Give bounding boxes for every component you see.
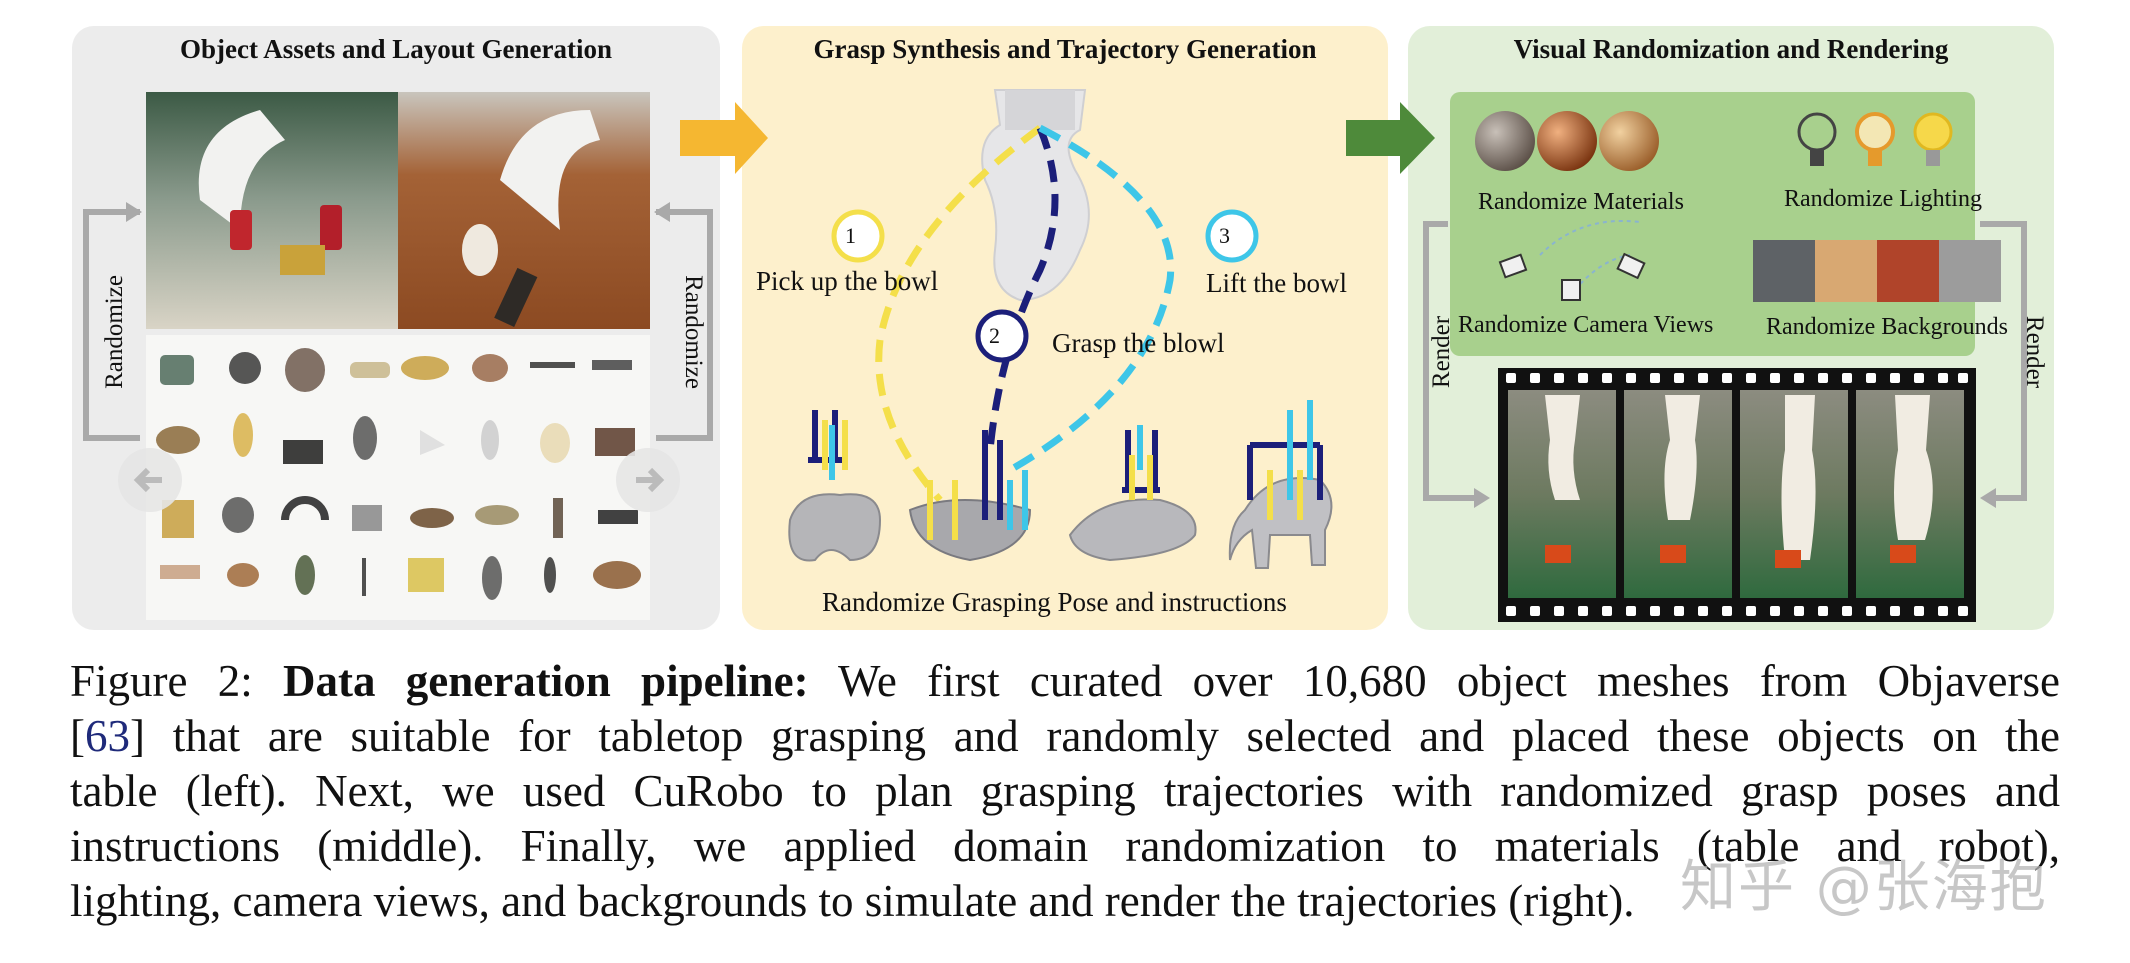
background-textures <box>1753 240 2001 302</box>
caption-line1-rest: We first curated over 10,680 object mesh… <box>808 656 2060 706</box>
cite-close: ] <box>130 711 145 761</box>
arrow-to-render <box>1346 102 1435 174</box>
caption-bold-title: Data generation pipeline: <box>283 656 809 706</box>
scene-photos <box>146 92 650 329</box>
grasp-pose-label: Randomize Grasping Pose and instructions <box>822 587 1287 617</box>
step2-number: 2 <box>989 323 1000 348</box>
trajectory-cyan <box>1008 124 1175 474</box>
randomize-loop-arrows <box>83 209 713 441</box>
trajectory-yellow <box>875 125 1043 503</box>
robot-arm-1 <box>198 110 285 230</box>
step1-number: 1 <box>845 223 856 248</box>
caption-line-3: table (left). Next, we used CuRobo to pl… <box>70 766 2060 816</box>
material-sphere-3 <box>1599 111 1659 171</box>
lighting-label: Randomize Lighting <box>1784 186 1982 212</box>
render-label-left: Render <box>1428 315 1456 389</box>
arrow-to-grasp <box>680 102 768 174</box>
caption-line-2: [63] that are suitable for tabletop gras… <box>70 709 2060 764</box>
caption-line-1: Figure 2: Data generation pipeline: We f… <box>70 654 2060 709</box>
materials-label: Randomize Materials <box>1478 189 1684 215</box>
citation-link[interactable]: 63 <box>85 711 130 761</box>
step1-label: Pick up the bowl <box>756 266 939 296</box>
caption-line-5: lighting, camera views, and backgrounds … <box>70 876 1635 926</box>
camera-label: Randomize Camera Views <box>1458 312 1714 338</box>
caption-line-4: instructions (middle). Finally, we appli… <box>70 821 2060 871</box>
step3-label: Lift the bowl <box>1206 268 1347 298</box>
material-sphere-1 <box>1475 111 1535 171</box>
camera-views <box>1498 220 1646 301</box>
render-label-right: Render <box>2021 315 2049 389</box>
step2-label: Grasp the blowl <box>1052 328 1225 358</box>
randomize-label-left: Randomize <box>100 275 128 389</box>
figure-caption: Figure 2: Data generation pipeline: We f… <box>70 654 2060 929</box>
caption-line2-rest: that are suitable for tabletop grasping … <box>145 711 2060 761</box>
cite-open: [ <box>70 711 85 761</box>
figure-graphics <box>83 89 2027 622</box>
grasp-illustration <box>788 89 1333 569</box>
render-film-strip <box>1498 368 1976 622</box>
step3-number: 3 <box>1219 223 1230 248</box>
randomize-label-right: Randomize <box>679 275 707 389</box>
panel-title-object-assets: Object Assets and Layout Generation <box>180 34 612 64</box>
watermark: 知乎 @张海抱 <box>1680 855 2048 920</box>
panel-title-grasp-synthesis: Grasp Synthesis and Trajectory Generatio… <box>813 34 1317 64</box>
trajectory-navy <box>986 126 1059 451</box>
lighting-bulbs <box>1797 112 1953 166</box>
robot-arm-2 <box>500 110 600 230</box>
render-loop-arrows <box>1423 221 2027 501</box>
material-sphere-2 <box>1537 111 1597 171</box>
backgrounds-label: Randomize Backgrounds <box>1766 314 2008 340</box>
object-grid <box>118 335 680 620</box>
panel-title-visual-randomization: Visual Randomization and Rendering <box>1513 34 1949 64</box>
caption-prefix: Figure 2: <box>70 656 284 706</box>
